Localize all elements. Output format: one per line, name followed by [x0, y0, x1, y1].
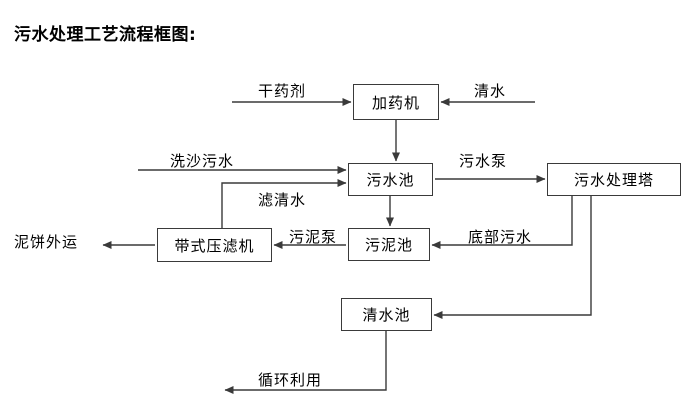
page-title: 污水处理工艺流程框图:: [14, 25, 197, 45]
node-dosing-machine[interactable]: 加药机: [353, 84, 439, 120]
edge-label-sand-washing-sewage: 洗沙污水: [170, 152, 235, 170]
edge-bottom-sewage-to-sludge-pool: [431, 196, 573, 249]
node-clear-water-pool[interactable]: 清水池: [341, 298, 432, 331]
edge-label-bottom-sewage: 底部污水: [468, 228, 533, 246]
node-label: 加药机: [371, 93, 420, 112]
node-label: 污水池: [366, 171, 415, 189]
node-sewage-pool[interactable]: 污水池: [348, 163, 433, 196]
edge-label-sewage-pump: 污水泵: [459, 152, 508, 170]
node-label: 带式压滤机: [174, 236, 255, 255]
node-label: 污水处理塔: [573, 171, 654, 189]
edge-clear-pool-to-recycle: [224, 331, 387, 394]
node-treatment-tower[interactable]: 污水处理塔: [547, 163, 681, 196]
edge-label-clean-water: 清水: [474, 82, 507, 100]
edge-label-recycle-use: 循环利用: [258, 371, 323, 389]
edge-label-sludge-pump: 污泥泵: [289, 228, 338, 246]
edge-filtered-water-to-sewage-pool: [221, 179, 347, 228]
node-label: 清水池: [362, 306, 411, 324]
terminal-label-mud-cake-transport: 泥饼外运: [14, 233, 79, 251]
edge-tower-to-clear-pool: [433, 196, 592, 319]
node-label: 污泥池: [364, 236, 413, 254]
edge-label-filtered-water: 滤清水: [258, 191, 307, 209]
edge-label-dry-chemical: 干药剂: [258, 82, 307, 100]
node-sludge-pool[interactable]: 污泥池: [348, 228, 430, 261]
node-belt-filter-press[interactable]: 带式压滤机: [157, 228, 272, 262]
